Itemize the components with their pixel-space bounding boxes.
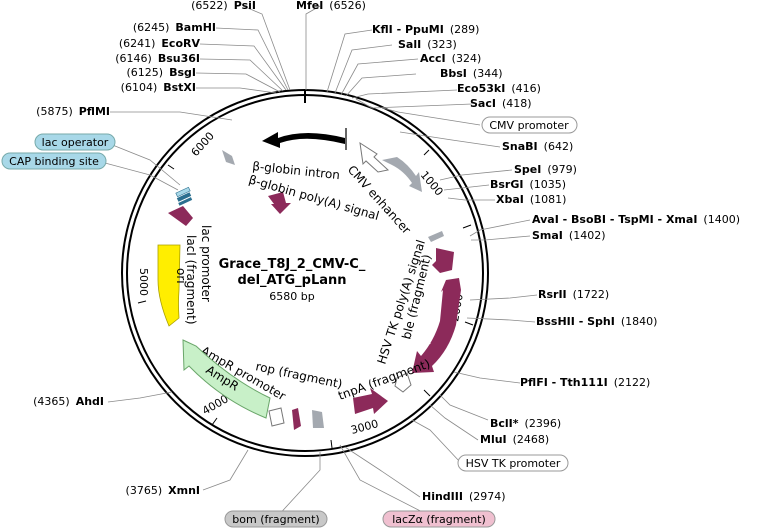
hsv-tk-promoter-arrow[interactable] — [394, 372, 412, 393]
site-acci: AccI(324) — [420, 52, 481, 65]
cap-binding-box[interactable] — [1, 152, 107, 170]
cmv-promoter-box[interactable] — [481, 116, 578, 134]
site-rsrii: RsrII(1722) — [538, 288, 609, 301]
site-spei: SpeI(979) — [514, 163, 577, 176]
site-pflmi: (5875)PflMI — [36, 105, 110, 118]
site-xbai: XbaI(1081) — [496, 193, 566, 206]
tick-3000: 3000 — [349, 417, 379, 437]
site-bbsi: BbsI(344) — [440, 67, 503, 80]
bom-box[interactable] — [224, 510, 328, 528]
plasmid-name-line2: del_ATG_pLann — [237, 273, 346, 288]
site-bsrgi: BsrGI(1035) — [490, 178, 566, 191]
tnpa-arrow[interactable] — [353, 388, 388, 414]
site-ecorv: (6241)EcoRV — [119, 37, 201, 50]
ori-arrow[interactable] — [157, 244, 181, 327]
site-sali: SalI(323) — [398, 38, 457, 51]
ori-label: ori — [174, 268, 188, 284]
gray-feature-6000[interactable] — [222, 150, 235, 165]
cmv-promoter-box-label: CMV promoter — [489, 119, 569, 132]
ampr-promoter-arrow[interactable] — [268, 407, 285, 427]
tick-marks — [137, 95, 474, 449]
lacz-box[interactable] — [382, 510, 496, 528]
site-bstxi: (6104)BstXI — [121, 81, 196, 94]
lac-operator-box[interactable] — [34, 133, 116, 151]
site-eco53ki: Eco53kI(416) — [457, 82, 541, 95]
cmv-enhancer-arrow[interactable] — [382, 157, 422, 192]
tick-5000: 5000 — [137, 268, 150, 296]
site-avai-group: AvaI - BsoBI - TspMI - XmaI(1400) — [532, 213, 740, 226]
lac-operator-mark[interactable] — [176, 192, 192, 202]
neo-label: neo — [420, 322, 439, 346]
site-bsshii-sphi: BssHII - SphI(1840) — [536, 315, 657, 328]
hsv-tk-promoter-box-label: HSV TK promoter — [466, 457, 561, 470]
cap-site-mark[interactable] — [175, 186, 191, 198]
rop-arrow[interactable] — [292, 408, 301, 430]
site-kfli-ppumi: KflI - PpuMI(289) — [372, 23, 479, 36]
leader-lines — [99, 5, 538, 520]
site-bsgi: (6125)BsgI — [127, 66, 196, 79]
lacz-box-label: lacZα (fragment) — [392, 513, 486, 526]
gray-feature-1400[interactable] — [428, 231, 444, 242]
cmv-enhancer-label: CMV enhancer — [345, 163, 414, 237]
hsv-tk-polya-arrow[interactable] — [432, 248, 454, 273]
site-bcli: BclI*(2396) — [490, 417, 561, 430]
site-saci: SacI(418) — [470, 97, 532, 110]
lac-promoter-label: lac promoter — [199, 225, 213, 302]
site-smai: SmaI(1402) — [532, 229, 605, 242]
beta-globin-intron-arrow[interactable] — [262, 132, 345, 148]
cap-binding-box-label: CAP binding site — [9, 155, 99, 168]
hsv-tk-promoter-box[interactable] — [457, 454, 569, 472]
site-bsu36i: (6146)Bsu36I — [115, 52, 200, 65]
lac-operator-box-label: lac operator — [42, 136, 109, 149]
site-pflfi-tth111i: PflFI - Tth111I(2122) — [520, 376, 650, 389]
site-mlui: MluI(2468) — [480, 433, 549, 446]
plasmid-size: 6580 bp — [269, 290, 314, 303]
neo-arrow[interactable] — [412, 278, 461, 373]
bom-box-label: bom (fragment) — [232, 513, 319, 526]
site-hindiii: HindIII(2974) — [422, 490, 506, 503]
cmv-promoter-arrow[interactable] — [359, 141, 390, 173]
plasmid-name-line1: Grace_T8J_2_CMV-C_ — [219, 257, 366, 272]
site-bamhi: (6245)BamHI — [133, 21, 216, 34]
ampr-arrow[interactable] — [182, 339, 271, 419]
lac-operator-mark-2[interactable] — [178, 197, 193, 206]
beta-globin-polya-arrow[interactable] — [268, 192, 291, 214]
site-psii: (6522)PsiI — [191, 0, 256, 12]
site-xmni: (3765)XmnI — [126, 484, 200, 497]
site-mfei: MfeI(6526) — [296, 0, 366, 12]
bom-feature[interactable] — [312, 410, 324, 428]
lac-promoter-arrow[interactable] — [168, 206, 193, 226]
laci-label: lacI (fragment) — [184, 235, 198, 325]
site-ahdi: (4365)AhdI — [33, 395, 104, 408]
site-snabi: SnaBI(642) — [502, 140, 573, 153]
tick-1000: 1000 — [418, 169, 446, 199]
